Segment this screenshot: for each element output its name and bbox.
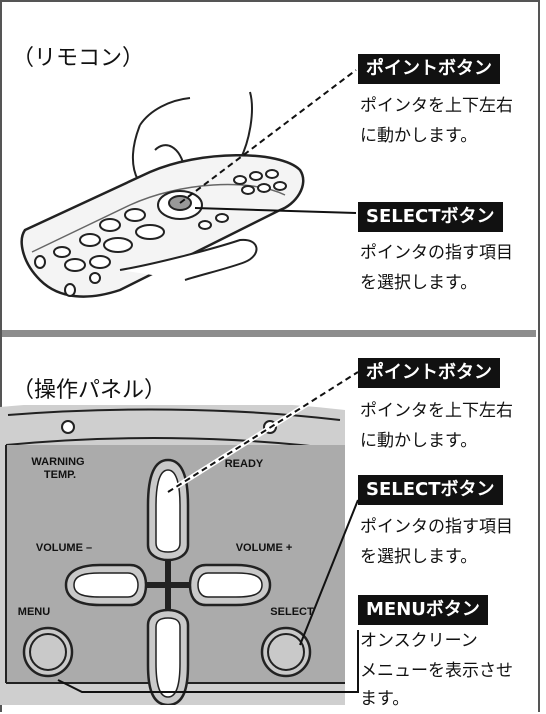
panel-point-button-desc-line1: ポインタを上下左右 <box>360 401 513 421</box>
remote-select-button-label: SELECTボタン <box>358 202 503 232</box>
remote-leader-lines <box>179 69 357 214</box>
panel-select-button-desc-line2: を選択します。 <box>360 547 478 567</box>
panel-section-title: （操作パネル） <box>12 378 167 403</box>
remote-illustration <box>20 91 305 298</box>
panel-select-button-label: SELECTボタン <box>358 475 503 505</box>
panel-menu-button-label: MENUボタン <box>358 595 488 625</box>
remote-point-button-desc-line1: ポインタを上下左右 <box>360 96 513 116</box>
panel-ready-label: READY <box>225 458 264 470</box>
panel-menu-button-desc-line3: ます。 <box>360 689 410 709</box>
panel-menu-button-desc-line2: メニューを表示させ <box>360 661 513 681</box>
remote-select-button-desc-line1: ポインタの指す項目 <box>360 243 513 263</box>
panel-point-button-desc-line2: に動かします。 <box>360 431 478 451</box>
panel-select-button-desc-line1: ポインタの指す項目 <box>360 517 513 537</box>
panel-temp-label: TEMP. <box>44 469 76 481</box>
panel-point-button-label: ポイントボタン <box>358 358 500 388</box>
panel-select-label: SELECT <box>270 606 314 618</box>
remote-section-title: （リモコン） <box>12 46 145 71</box>
remote-select-button-desc-line2: を選択します。 <box>360 273 478 293</box>
panel-menu-button-desc-line1: オンスクリーン <box>360 631 478 651</box>
section-divider <box>2 330 536 337</box>
remote-point-button-label: ポイントボタン <box>358 54 500 84</box>
remote-point-button-desc-line2: に動かします。 <box>360 126 478 146</box>
panel-volume-plus-label: VOLUME + <box>236 542 293 554</box>
panel-warning-label: WARNING <box>31 456 84 468</box>
panel-menu-label: MENU <box>18 606 50 618</box>
panel-volume-minus-label: VOLUME – <box>36 542 92 554</box>
